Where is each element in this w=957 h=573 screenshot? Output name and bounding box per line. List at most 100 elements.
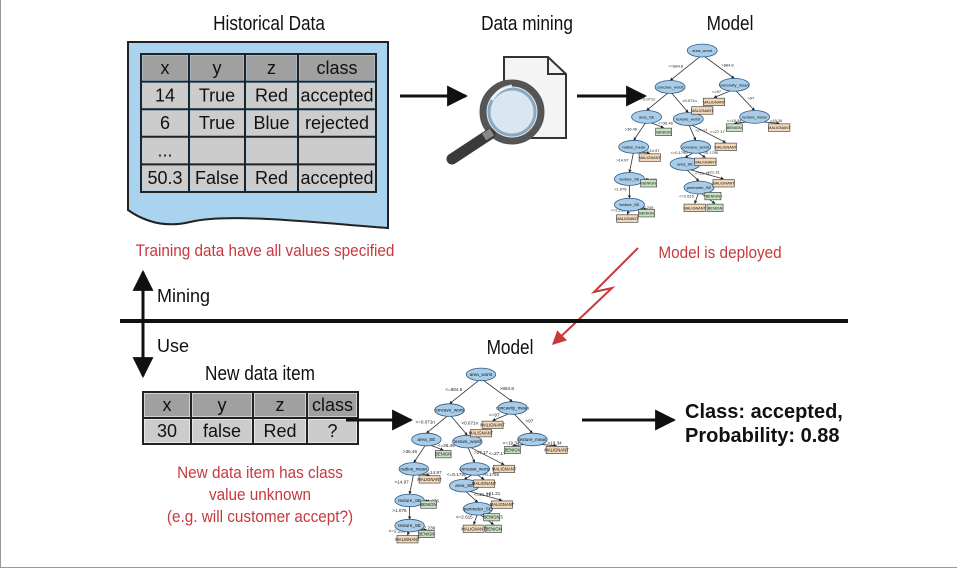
new-cell	[144, 419, 190, 443]
leaf-malignant	[481, 420, 504, 429]
tree-edge-label: <=27.17	[489, 451, 506, 456]
tree-edge-label: >1.076	[614, 187, 627, 192]
tree-node-label: concave_worst	[657, 84, 685, 89]
leaf-malignant	[694, 157, 717, 166]
tree-edge-label: >21.31	[707, 169, 720, 174]
hist-cell	[246, 110, 297, 136]
tree-node-label: concavity_mean	[720, 82, 749, 87]
leaf-label: BENIGN	[706, 195, 721, 199]
leaf-benign	[420, 500, 437, 509]
leaf-malignant	[616, 214, 639, 223]
leaf-label: MALIGNANT	[492, 466, 517, 471]
tree-node-label: radius_mean	[622, 144, 645, 149]
tree-edge	[701, 54, 735, 79]
tree-node	[672, 112, 704, 126]
tree-edge	[669, 90, 689, 113]
new-item-annotation-line3: (e.g. will customer accept?)	[166, 507, 354, 526]
leaf-label: BENIGN	[420, 502, 436, 507]
tree-node	[686, 43, 718, 58]
hist-header-cell	[190, 55, 244, 81]
tree-edge-label: >2.239	[421, 526, 436, 531]
tree-node	[739, 110, 771, 124]
hist-cell-text: Red	[255, 168, 288, 188]
tree-node-label: area_worst	[692, 48, 713, 53]
tree-node-label: area_worst	[470, 372, 493, 377]
leaf-label: BENIGN	[504, 448, 520, 453]
tree-node-label: concavity_mean	[496, 406, 530, 411]
new-cell-text: 30	[157, 421, 177, 441]
leaf-label: BENIGN	[418, 532, 434, 537]
tree-node	[394, 493, 425, 508]
tree-edge	[449, 414, 468, 436]
tree-node	[452, 434, 483, 449]
leaf-malignant	[714, 142, 737, 151]
leaf-malignant	[470, 429, 492, 438]
tree-node	[614, 172, 645, 186]
leaf-malignant	[396, 535, 419, 544]
tree-edge-label: >0.1790	[704, 150, 719, 155]
leaf-malignant	[768, 123, 791, 132]
leaf-benign	[418, 530, 435, 538]
tree-edge-label: <=14.97	[645, 148, 660, 153]
hist-cell	[190, 83, 244, 108]
tree-node-label: texture_mean	[742, 114, 766, 119]
leaf-label: BENIGN	[708, 206, 723, 210]
magnifier-icon	[446, 56, 567, 165]
tree-node	[497, 401, 528, 415]
tree-edge	[408, 473, 415, 495]
tree-edge-label: <=27.17	[710, 129, 725, 134]
leaf-benign	[638, 209, 655, 218]
leaf-label: MALIGNANT	[461, 526, 486, 531]
tree-edge-label: >36.46	[625, 127, 638, 132]
tree-edge	[688, 122, 727, 143]
tree-node	[434, 403, 465, 417]
tree-node-label: area_SE	[417, 437, 435, 442]
hist-cell-text: 6	[160, 113, 170, 133]
tree-edge-label: >0.071n	[682, 98, 697, 103]
new-cell-text: false	[203, 421, 241, 441]
new-cell	[192, 419, 252, 443]
tree-edge-label: >27.17	[474, 450, 489, 455]
new-item-annotation-line1: New data item has class	[177, 463, 343, 482]
hist-cell	[246, 83, 297, 108]
tree-edge	[687, 123, 697, 141]
tree-edge	[734, 88, 755, 111]
tree-node	[462, 502, 493, 516]
tree-node-label: texture_SE	[620, 202, 640, 207]
leaf-malignant	[462, 524, 485, 533]
tree-edge-label: <=2.239	[611, 207, 626, 212]
leaf-label: BENIGN	[435, 452, 451, 457]
deployed-annotation: Model is deployed	[658, 243, 782, 262]
tree-node	[398, 462, 429, 476]
new-item-annotation-line2: value unknown	[208, 485, 312, 504]
tree-node	[680, 140, 712, 154]
leaf-label: MALIGNANT	[395, 537, 420, 542]
leaf-label: MALIGNANT	[684, 206, 707, 210]
leaf-malignant	[702, 97, 725, 106]
leaf-malignant	[683, 203, 706, 212]
tree-edge-label: >97	[747, 96, 755, 101]
tree-edge	[512, 411, 533, 434]
tree-node	[614, 197, 645, 212]
hist-cell	[190, 165, 244, 191]
new-header-text: class	[312, 395, 353, 415]
leaf-label: MALIGNANT	[472, 481, 497, 486]
leaf-malignant	[418, 475, 441, 484]
tree-node-label: texture_SE	[620, 176, 640, 181]
tree-node-label: texture_SE	[398, 498, 421, 503]
leaf-benign	[655, 127, 673, 136]
hist-cell-text: accepted	[300, 85, 373, 105]
leaf-label: MALIGNANT	[417, 477, 442, 482]
tree-edge-label: <=884.8	[668, 64, 683, 69]
leaf-label: BENIGN	[656, 130, 671, 134]
tree-edge	[646, 90, 671, 111]
tree-node	[618, 140, 650, 154]
training-annotation: Training data have all values specified	[135, 241, 395, 260]
tree-edge-label: >14.97	[395, 480, 410, 485]
tree-node	[631, 110, 662, 124]
tree-node-label: texture_mean	[518, 437, 547, 442]
tree-node	[718, 77, 750, 92]
